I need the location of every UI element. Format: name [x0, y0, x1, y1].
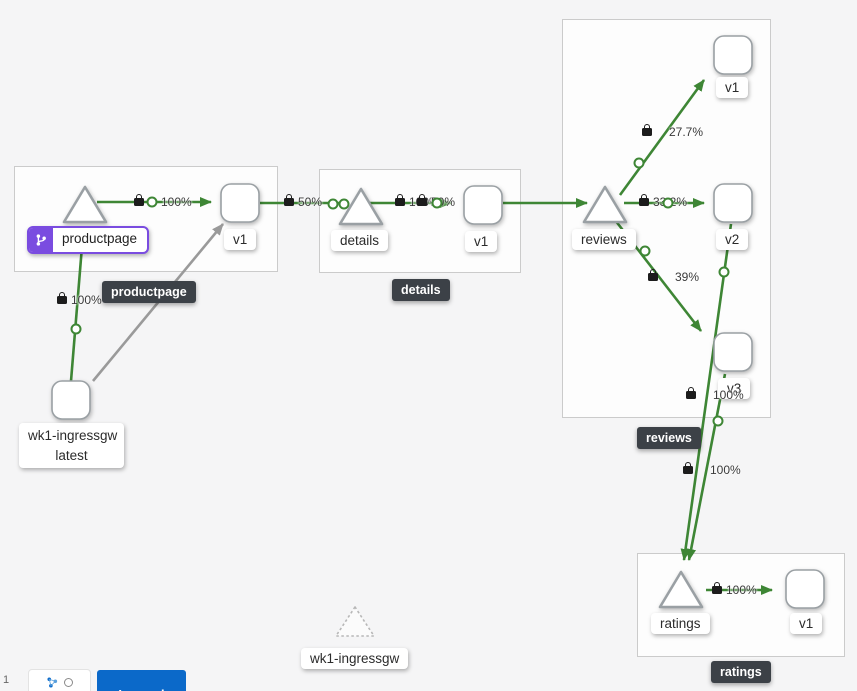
edge-waypoint-icon	[712, 415, 724, 427]
graph-icon	[47, 676, 58, 688]
edge-waypoint-icon	[662, 197, 674, 209]
node-service-details[interactable]	[338, 187, 384, 226]
edge-v3-to-ratings[interactable]	[686, 373, 727, 561]
node-label-reviews-v2[interactable]: v2	[716, 229, 749, 250]
mtls-lock-icon	[417, 194, 427, 206]
mtls-lock-icon	[642, 124, 652, 136]
node-label-details[interactable]: details	[331, 230, 389, 251]
mtls-lock-icon	[648, 269, 658, 281]
ingressgw-name: wk1-ingressgw	[28, 428, 118, 443]
edge-label-ratings-v1-100[interactable]: 100%	[712, 582, 757, 597]
legend-button[interactable]: Legend	[97, 670, 186, 691]
mtls-lock-icon	[683, 462, 693, 474]
group-badge-ratings: ratings	[711, 661, 771, 683]
node-label-details-v1[interactable]: v1	[465, 231, 498, 252]
node-idle-ingressgw[interactable]	[335, 606, 375, 637]
edge-label-v3-ratings-100[interactable]: 100%	[686, 387, 744, 402]
edge-label-productpage-v1-100[interactable]: 100%	[134, 194, 192, 209]
edge-label-reviews-v1-277[interactable]: 27.7%	[642, 124, 703, 139]
edge-label-ingress-100[interactable]: 100%	[57, 292, 102, 307]
group-badge-productpage: productpage	[102, 281, 196, 303]
node-label-ratings-v1[interactable]: v1	[790, 613, 823, 634]
mtls-lock-icon	[395, 194, 405, 206]
mtls-lock-icon	[712, 582, 722, 594]
edge-waypoint-icon	[327, 198, 339, 210]
group-badge-reviews: reviews	[637, 427, 701, 449]
node-service-reviews[interactable]	[582, 185, 628, 224]
edge-waypoint-icon	[639, 245, 651, 257]
node-workload-reviews-v1[interactable]	[713, 35, 753, 75]
fit-to-screen-button[interactable]	[28, 669, 91, 691]
node-label-reviews-v1[interactable]: v1	[716, 77, 749, 98]
mtls-lock-icon	[134, 194, 144, 206]
edge-waypoint-icon	[431, 197, 443, 209]
node-workload-details-v1[interactable]	[463, 185, 503, 225]
node-workload-productpage-v1[interactable]	[220, 183, 260, 223]
ingressgw-version: latest	[55, 447, 88, 463]
node-label-idle-ingressgw[interactable]: wk1-ingressgw	[301, 648, 409, 669]
mtls-lock-icon	[57, 292, 67, 304]
node-service-ratings[interactable]	[658, 570, 704, 609]
node-workload-reviews-v3[interactable]	[713, 332, 753, 372]
edge-label-v2-ratings-100[interactable]: 100%	[683, 462, 741, 477]
node-label-ratings[interactable]: ratings	[651, 613, 710, 634]
edge-waypoint-icon	[718, 266, 730, 278]
mtls-lock-icon	[686, 387, 696, 399]
edge-waypoint-icon	[633, 157, 645, 169]
node-service-productpage[interactable]	[62, 185, 108, 224]
node-label-productpage: productpage	[62, 231, 138, 246]
node-label-reviews[interactable]: reviews	[572, 229, 636, 250]
node-label-ingressgw[interactable]: wk1-ingressgw latest	[19, 423, 124, 469]
zoom-indicator: 1	[3, 674, 10, 686]
edge-waypoint-icon	[146, 196, 158, 208]
app-badge-icon	[29, 228, 53, 252]
magnifier-icon	[64, 677, 73, 687]
edge-label-reviews-v3-39[interactable]: 39%	[648, 269, 699, 284]
edge-v2-to-ratings[interactable]	[680, 223, 733, 561]
node-label-productpage-v1[interactable]: v1	[224, 229, 257, 250]
edge-waypoint-icon	[338, 198, 350, 210]
edge-waypoint-icon	[70, 323, 82, 335]
mtls-lock-icon	[284, 194, 294, 206]
node-label-productpage-selected[interactable]: productpage	[27, 226, 150, 254]
node-workload-ratings-v1[interactable]	[785, 569, 825, 609]
edge-reviews-to-v1[interactable]	[618, 79, 706, 196]
edge-label-details-50[interactable]: 50%	[284, 194, 322, 209]
mtls-lock-icon	[639, 194, 649, 206]
node-workload-reviews-v2[interactable]	[713, 183, 753, 223]
group-badge-details: details	[392, 279, 450, 301]
node-workload-ingressgw[interactable]	[51, 380, 91, 420]
node-label-reviews-v3[interactable]: v3	[718, 378, 751, 399]
edge-ingress-to-productpage[interactable]	[69, 233, 88, 382]
